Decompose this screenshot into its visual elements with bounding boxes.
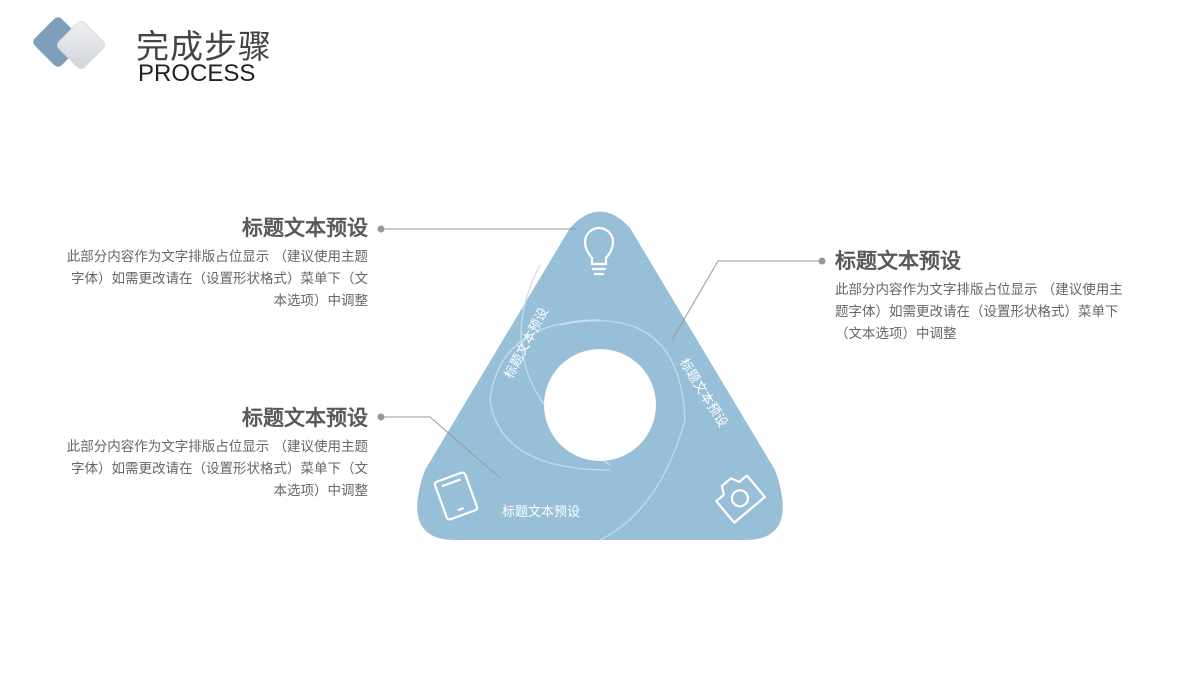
callout-top-left: 标题文本预设 此部分内容作为文字排版占位显示 （建议使用主题字体）如需更改请在（… bbox=[60, 212, 368, 312]
callout-bottom-left: 标题文本预设 此部分内容作为文字排版占位显示 （建议使用主题字体）如需更改请在（… bbox=[60, 402, 368, 502]
callout-title: 标题文本预设 bbox=[835, 249, 961, 273]
center-circle bbox=[544, 349, 656, 461]
tablet-icon bbox=[433, 471, 479, 521]
connector-line-2 bbox=[381, 416, 501, 479]
swirl-line-1 bbox=[489, 319, 611, 471]
logo-diamonds bbox=[33, 17, 105, 69]
callout-right: 标题文本预设 此部分内容作为文字排版占位显示 （建议使用主题字体）如需更改请在（… bbox=[835, 245, 1135, 345]
callout-body: 此部分内容作为文字排版占位显示 （建议使用主题字体）如需更改请在（设置形状格式）… bbox=[66, 439, 368, 499]
lightbulb-icon bbox=[583, 226, 615, 276]
callout-title: 标题文本预设 bbox=[242, 216, 368, 240]
callout-title: 标题文本预设 bbox=[242, 406, 368, 430]
logo-front-diamond bbox=[57, 21, 105, 69]
callout-body: 此部分内容作为文字排版占位显示 （建议使用主题字体）如需更改请在（设置形状格式）… bbox=[835, 282, 1123, 342]
connector-dot-1 bbox=[377, 225, 385, 233]
swirl-line-2 bbox=[559, 320, 686, 541]
page-title: 完成步骤 bbox=[136, 27, 272, 66]
callout-body: 此部分内容作为文字排版占位显示 （建议使用主题字体）如需更改请在（设置形状格式）… bbox=[66, 249, 368, 309]
page-subtitle: PROCESS bbox=[138, 60, 256, 87]
connector-line-3 bbox=[671, 260, 822, 341]
connector-dot-2 bbox=[377, 413, 385, 421]
connectors bbox=[377, 225, 826, 479]
connector-dot-3 bbox=[818, 257, 826, 265]
segment-label-bottom: 标题文本预设 bbox=[502, 505, 580, 520]
camera-icon bbox=[715, 474, 766, 524]
